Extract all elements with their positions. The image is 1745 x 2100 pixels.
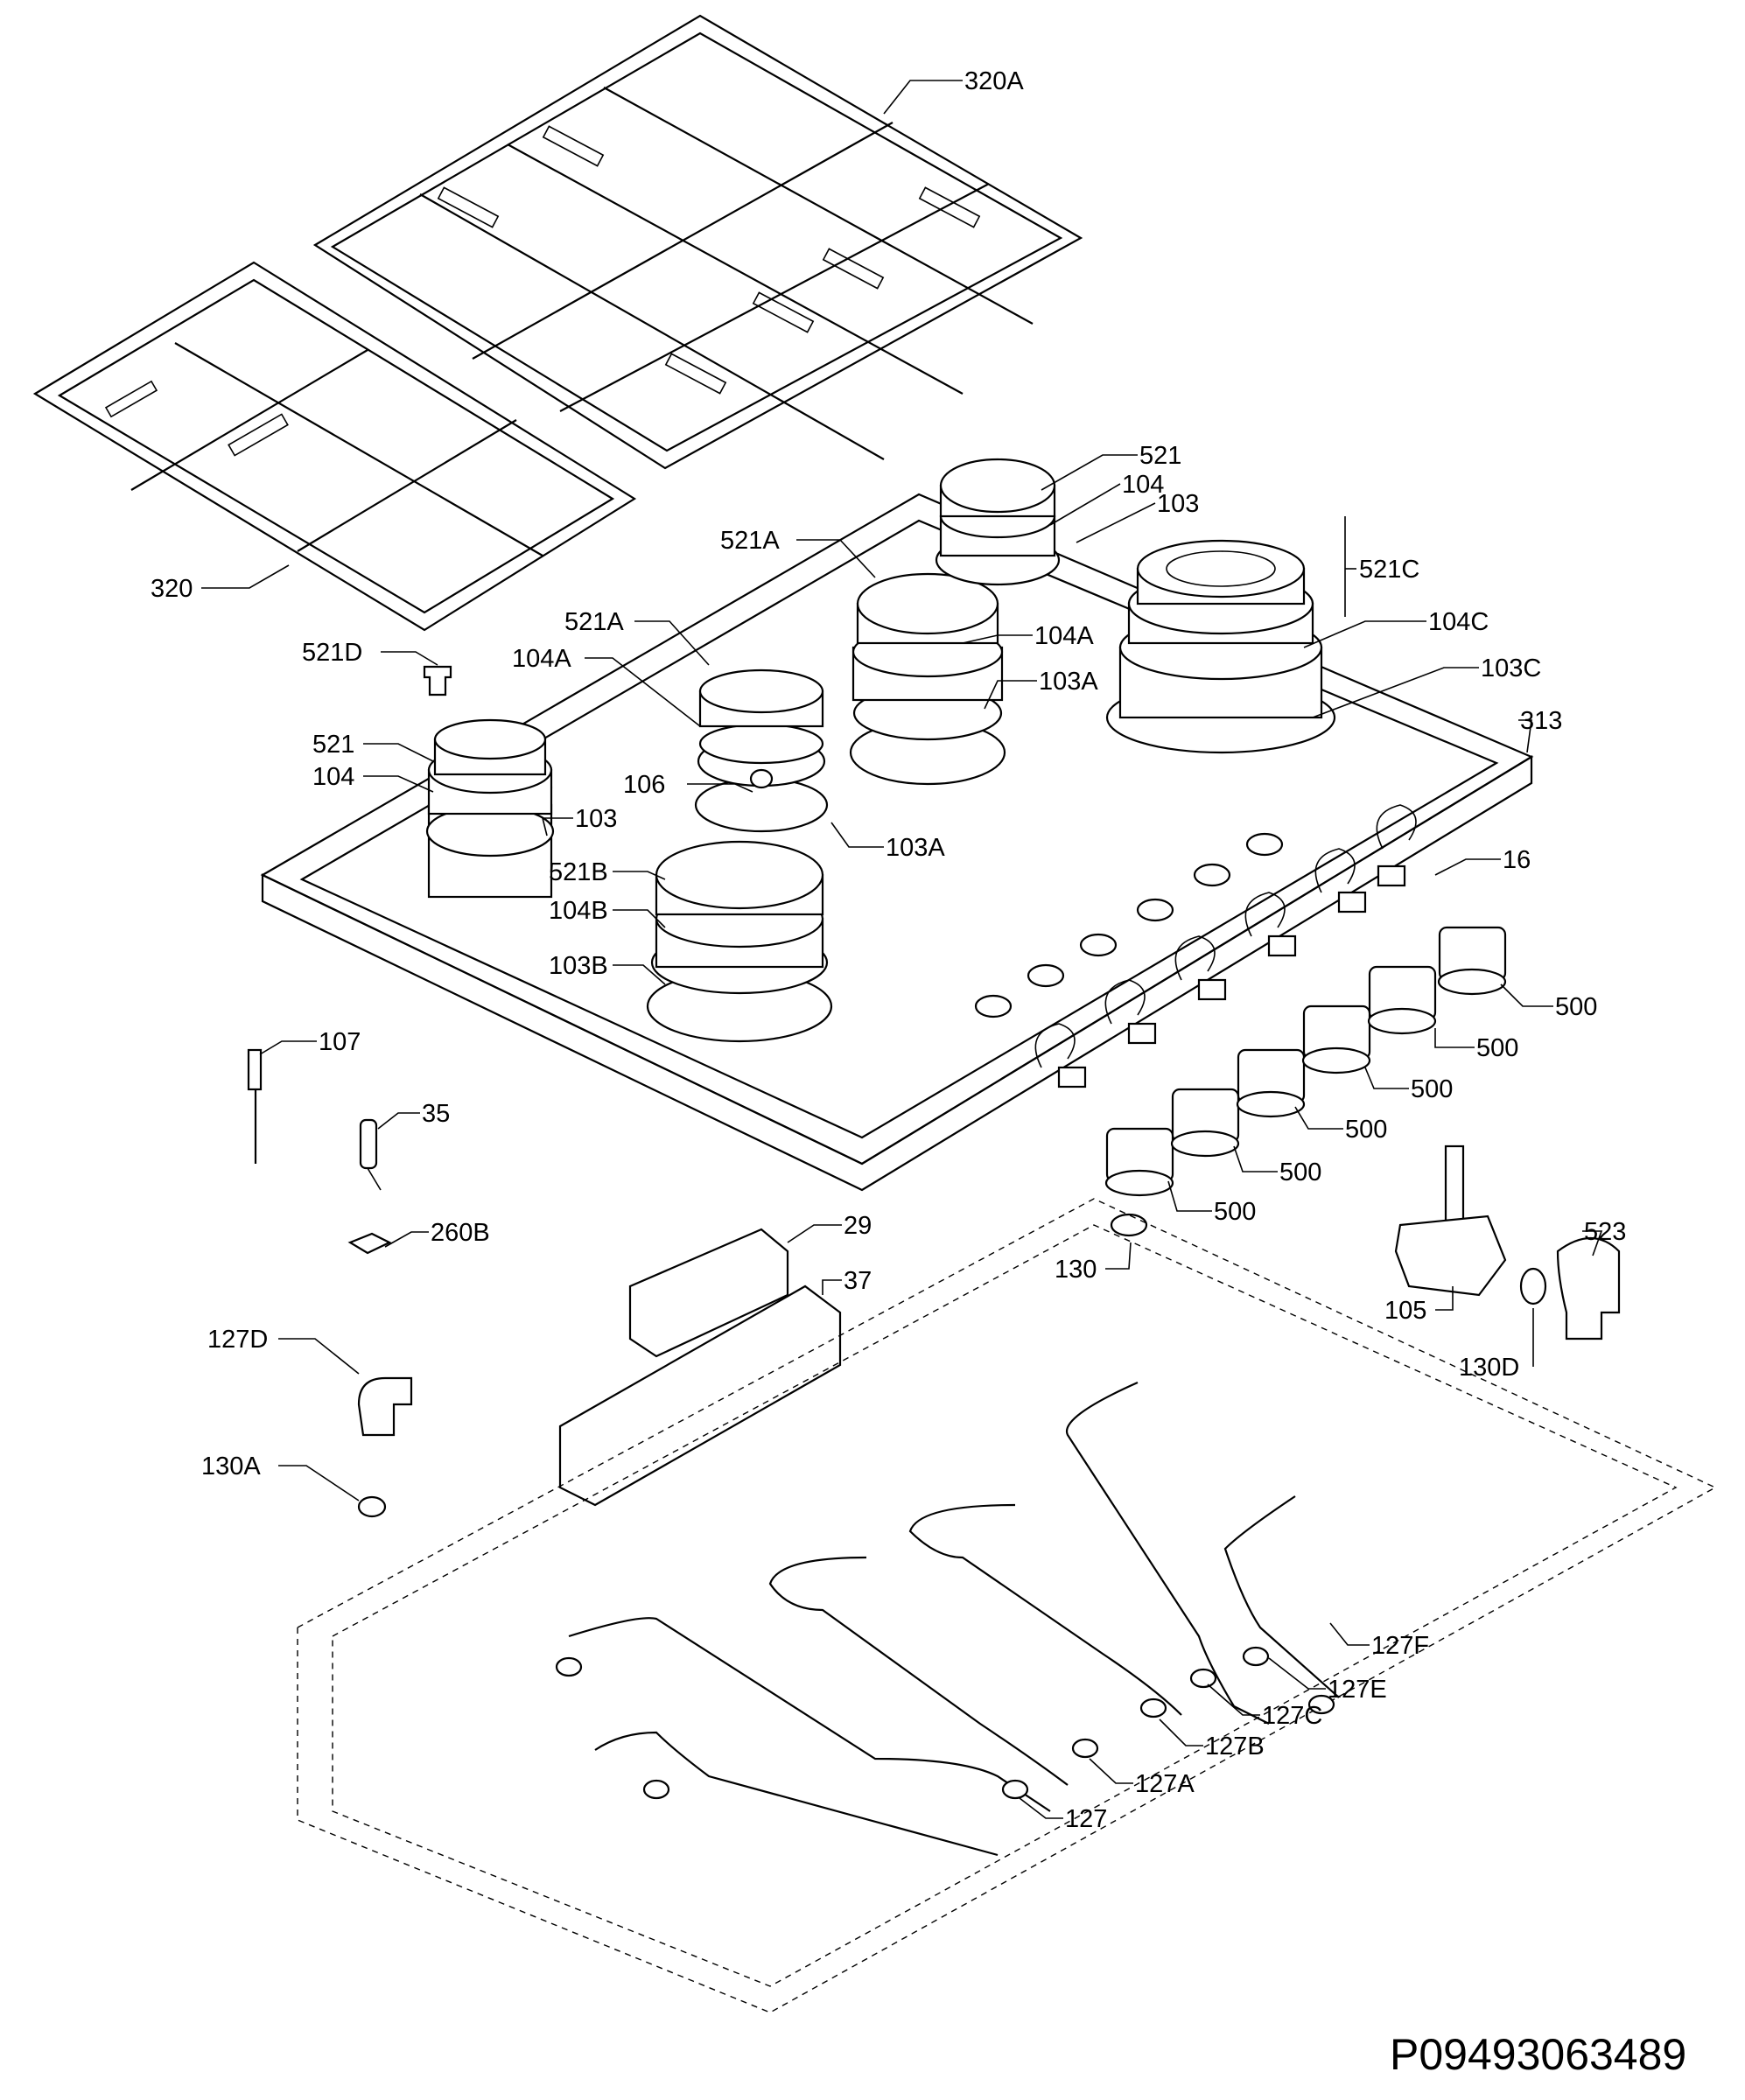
label-16: 16 <box>1503 846 1531 874</box>
knob-5 <box>1367 965 1437 1035</box>
knob-3 <box>1236 1048 1306 1118</box>
label-104-top: 104 <box>1122 471 1164 499</box>
label-521A-left: 521A <box>564 608 624 636</box>
label-104C: 104C <box>1428 608 1489 636</box>
knob-holes <box>974 832 1284 1018</box>
burner-front-large <box>646 840 833 1043</box>
label-127D: 127D <box>207 1326 268 1354</box>
label-104A-left: 104A <box>512 645 571 673</box>
label-29: 29 <box>844 1212 872 1240</box>
label-521B: 521B <box>549 858 608 886</box>
label-103-top: 103 <box>1157 490 1199 518</box>
label-521-left: 521 <box>312 731 354 759</box>
label-313: 313 <box>1520 707 1562 735</box>
label-127A: 127A <box>1135 1770 1195 1798</box>
burner-left-rear <box>425 718 555 899</box>
label-320A: 320A <box>964 67 1024 95</box>
label-500-1: 500 <box>1555 993 1597 1021</box>
gas-pipes <box>555 1381 1340 1857</box>
label-521-top: 521 <box>1139 442 1181 470</box>
label-521A-mid: 521A <box>720 527 780 555</box>
leader-lines <box>201 80 1603 1819</box>
label-500-5: 500 <box>1279 1158 1321 1186</box>
label-127C: 127C <box>1262 1702 1322 1730</box>
pan-support-small <box>32 261 637 632</box>
label-127: 127 <box>1065 1805 1107 1833</box>
label-127B: 127B <box>1205 1732 1265 1760</box>
ignition-units <box>558 1228 842 1507</box>
label-103-left: 103 <box>575 805 617 833</box>
label-500-3: 500 <box>1411 1075 1453 1103</box>
label-104B: 104B <box>549 897 608 925</box>
small-parts <box>247 665 1547 1518</box>
control-knobs <box>1104 926 1507 1197</box>
label-500-4: 500 <box>1345 1116 1387 1144</box>
label-105: 105 <box>1384 1297 1426 1325</box>
label-130: 130 <box>1055 1256 1097 1284</box>
label-260B: 260B <box>431 1219 490 1247</box>
label-103A-right: 103A <box>1039 668 1098 696</box>
knob-2 <box>1170 1088 1240 1158</box>
knob-6 <box>1437 926 1507 996</box>
label-523: 523 <box>1584 1218 1626 1246</box>
document-code: P09493063489 <box>1390 2030 1686 2079</box>
burner-cap-part-521D <box>423 665 452 696</box>
label-127E: 127E <box>1328 1676 1387 1704</box>
valve-clip <box>1556 1236 1621 1340</box>
burner-mid-right <box>849 572 1006 786</box>
label-103C: 103C <box>1481 654 1541 682</box>
label-104A-right: 104A <box>1034 622 1094 650</box>
label-35: 35 <box>422 1100 450 1128</box>
label-103A-center: 103A <box>886 834 945 862</box>
knob-4 <box>1301 1004 1371 1074</box>
burner-rear-right <box>935 458 1061 586</box>
pan-support-large <box>312 14 1083 470</box>
label-130D: 130D <box>1459 1354 1519 1382</box>
label-37: 37 <box>844 1267 872 1295</box>
label-500-6: 500 <box>1214 1198 1256 1226</box>
label-107: 107 <box>319 1028 361 1056</box>
part-labels: 320A 320 521 104 103 521A 521C 521A 104A… <box>151 67 1626 1833</box>
knob-1 <box>1104 1127 1174 1197</box>
burner-center-rear <box>694 668 829 833</box>
label-320: 320 <box>151 575 193 603</box>
gas-valve <box>1394 1144 1507 1297</box>
label-521D: 521D <box>302 639 362 667</box>
label-127F: 127F <box>1371 1632 1429 1660</box>
label-106: 106 <box>623 771 665 799</box>
label-130A: 130A <box>201 1452 261 1480</box>
base-tray <box>297 1198 1717 2013</box>
label-104-left: 104 <box>312 763 354 791</box>
label-521C: 521C <box>1359 556 1419 584</box>
label-500-2: 500 <box>1476 1034 1518 1062</box>
thermocouple-clips <box>1034 804 1417 1088</box>
label-103B: 103B <box>549 952 608 980</box>
burner-wok <box>1105 539 1336 754</box>
